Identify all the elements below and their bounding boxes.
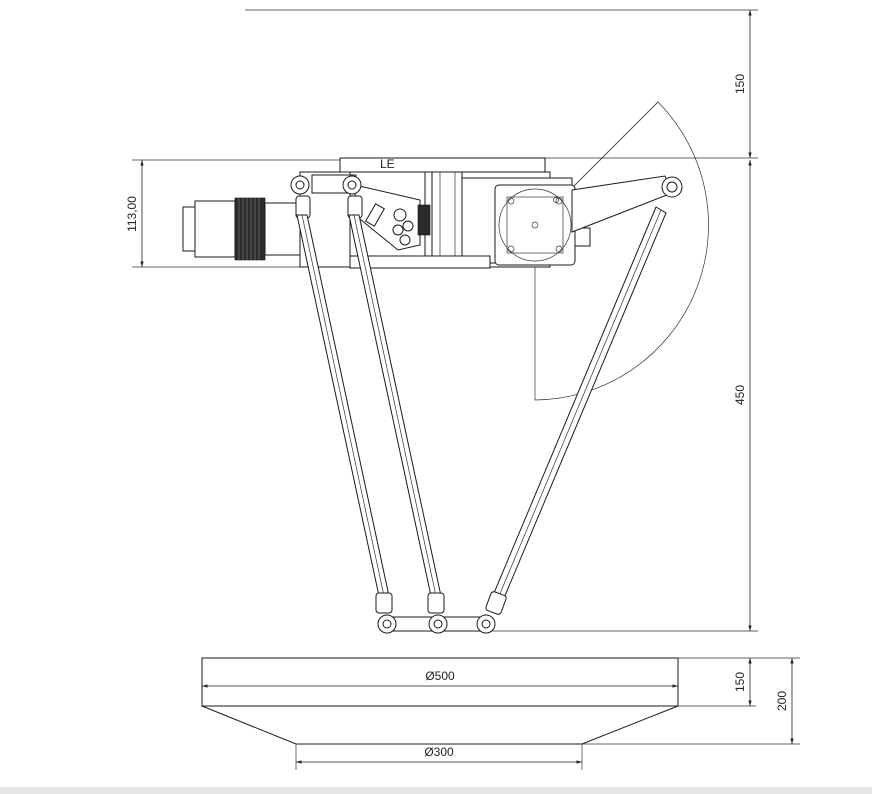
dim-label-inner-diameter: Ø300 xyxy=(424,745,454,759)
gearbox-plate xyxy=(494,184,576,266)
base-flange-label: LE xyxy=(380,157,395,171)
dim-label-base-113: 113,00 xyxy=(125,196,139,232)
dim-label-outer-diameter: Ø500 xyxy=(425,669,455,683)
dim-label-working-450: 450 xyxy=(733,385,747,405)
dim-label-top-150: 150 xyxy=(733,74,747,94)
left-motor xyxy=(182,197,301,261)
base-dimension-113: 113,00 xyxy=(125,159,340,268)
top-dimension-150: 150 xyxy=(245,9,758,159)
footer-bar xyxy=(0,787,872,794)
upper-arm-right xyxy=(571,175,683,233)
dim-label-zone-150: 150 xyxy=(733,672,747,692)
work-envelope: Ø500 Ø300 150 200 xyxy=(201,657,800,770)
dim-label-total-200: 200 xyxy=(775,691,789,711)
working-dimension-450: 450 xyxy=(480,160,758,632)
upper-arm-left xyxy=(290,174,431,251)
parallel-rods xyxy=(296,206,667,599)
end-effector xyxy=(375,591,507,634)
